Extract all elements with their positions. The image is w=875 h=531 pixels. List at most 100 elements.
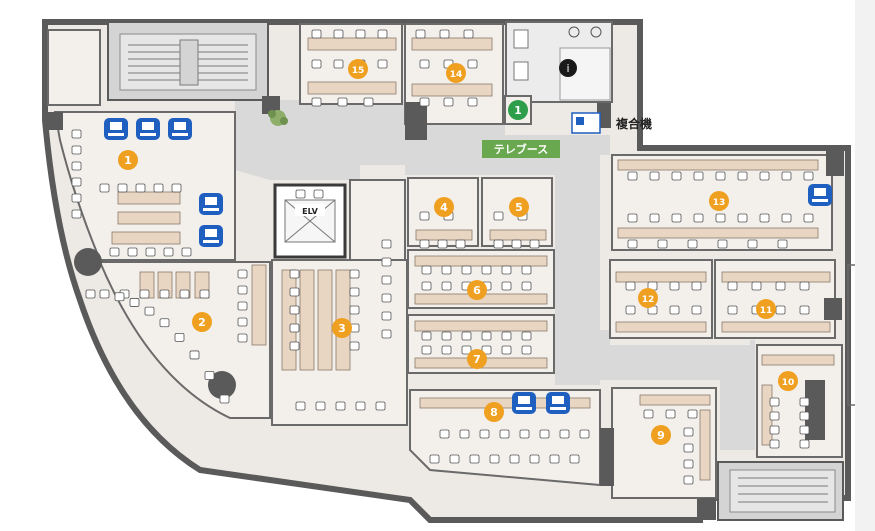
chair xyxy=(381,257,392,267)
chair xyxy=(139,289,150,299)
desk xyxy=(117,211,181,225)
chair xyxy=(665,409,676,419)
chair xyxy=(153,183,164,193)
plant-icon xyxy=(268,110,288,126)
chair xyxy=(529,454,540,464)
chair xyxy=(463,29,474,39)
chair xyxy=(349,341,360,351)
chair xyxy=(501,265,512,275)
chair xyxy=(467,97,478,107)
chair xyxy=(687,239,698,249)
room-14-badge[interactable]: 14 xyxy=(446,63,466,83)
room-2-badge[interactable]: 2 xyxy=(192,312,212,332)
telebooth-tag[interactable]: テレブース xyxy=(482,140,560,158)
chair xyxy=(747,239,758,249)
room-3-badge[interactable]: 3 xyxy=(332,318,352,338)
stairwell-bottom xyxy=(717,461,844,521)
chair xyxy=(539,429,550,439)
chair xyxy=(569,454,580,464)
room-badge-circle xyxy=(651,425,671,445)
chair xyxy=(337,97,348,107)
chair xyxy=(759,171,770,181)
room-7-badge[interactable]: 7 xyxy=(467,349,487,369)
desk xyxy=(617,227,819,239)
chair xyxy=(421,265,432,275)
room-8-badge[interactable]: 8 xyxy=(484,402,504,422)
desk xyxy=(721,271,831,283)
room-badge-circle xyxy=(192,312,212,332)
chair xyxy=(781,171,792,181)
desk xyxy=(411,83,493,97)
room-12-badge[interactable]: 12 xyxy=(638,288,658,308)
chair xyxy=(377,29,388,39)
chair xyxy=(467,59,478,69)
room-9-badge[interactable]: 9 xyxy=(651,425,671,445)
room-10-badge[interactable]: 10 xyxy=(778,371,798,391)
chair xyxy=(737,171,748,181)
room-badge-circle xyxy=(638,288,658,308)
room-number: 7 xyxy=(473,353,481,366)
room-number: 10 xyxy=(782,378,795,388)
restroom-icon xyxy=(559,59,577,77)
chair xyxy=(99,289,110,299)
desk xyxy=(111,231,181,245)
room-badge-circle xyxy=(446,63,466,83)
desk xyxy=(617,159,819,171)
svg-text:i: i xyxy=(566,62,569,75)
room-5-badge[interactable]: 5 xyxy=(509,197,529,217)
chair xyxy=(469,454,480,464)
chair xyxy=(521,281,532,291)
chair xyxy=(649,213,660,223)
chair xyxy=(144,306,155,316)
chair xyxy=(171,183,182,193)
chair xyxy=(145,247,156,257)
chair xyxy=(501,331,512,341)
phone-booth-badge[interactable]: 1 xyxy=(504,95,532,125)
chair xyxy=(717,239,728,249)
room-11-badge[interactable]: 11 xyxy=(756,299,776,319)
chair xyxy=(295,401,306,411)
room-badge-circle xyxy=(756,299,776,319)
chair xyxy=(289,323,300,333)
chair xyxy=(449,454,460,464)
chair xyxy=(381,275,392,285)
room-15-badge[interactable]: 15 xyxy=(348,59,368,79)
chair xyxy=(419,59,430,69)
chair xyxy=(687,409,698,419)
chair xyxy=(109,247,120,257)
room-1-badge[interactable]: 1 xyxy=(118,150,138,170)
chair xyxy=(481,345,492,355)
chair xyxy=(355,29,366,39)
chair xyxy=(85,289,96,299)
copier[interactable]: 複合機 xyxy=(571,112,652,134)
chair xyxy=(799,425,810,435)
chair xyxy=(129,298,140,307)
room-badge-circle xyxy=(467,349,487,369)
chair xyxy=(669,281,680,291)
chair xyxy=(289,269,300,279)
chair xyxy=(437,239,448,249)
chair-layer xyxy=(71,29,814,485)
restroom: i xyxy=(505,21,613,103)
chair xyxy=(135,183,146,193)
room-badge-circle xyxy=(509,197,529,217)
chair xyxy=(117,183,128,193)
room-4-badge[interactable]: 4 xyxy=(434,197,454,217)
chair xyxy=(511,239,522,249)
chair xyxy=(237,301,248,311)
chair xyxy=(775,305,786,315)
desk xyxy=(414,320,548,332)
room-badge-circle xyxy=(467,280,487,300)
chair xyxy=(799,397,810,407)
room-6-badge[interactable]: 6 xyxy=(467,280,487,300)
chair xyxy=(199,289,210,299)
chair xyxy=(715,171,726,181)
room-13-badge[interactable]: 13 xyxy=(709,191,729,211)
chair xyxy=(683,427,694,437)
chair xyxy=(803,171,814,181)
elevator: ELV xyxy=(273,183,347,259)
video-conference-icon xyxy=(168,118,192,140)
chair xyxy=(335,401,346,411)
chair xyxy=(349,305,360,315)
chair xyxy=(529,239,540,249)
